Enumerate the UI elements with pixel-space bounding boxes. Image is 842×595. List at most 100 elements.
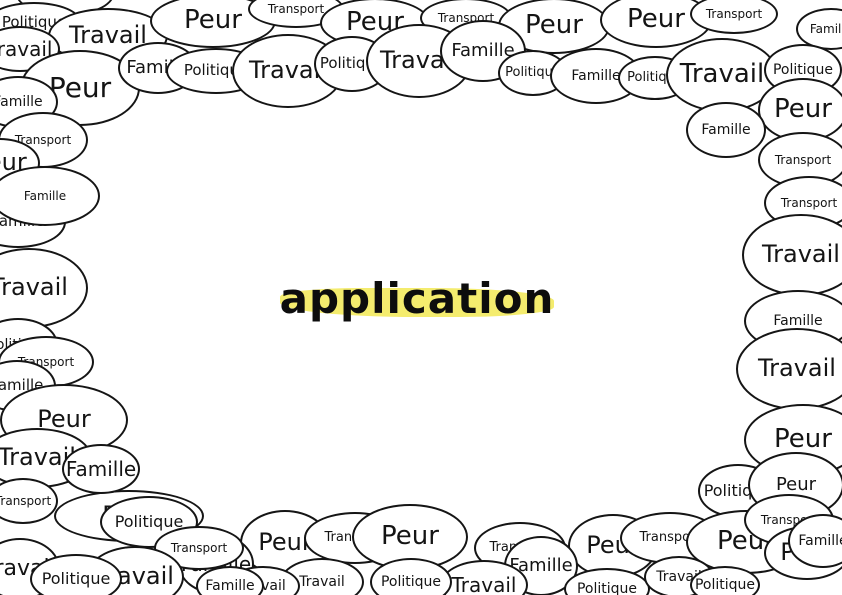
- bubble-word-text: Famille: [701, 121, 751, 138]
- bubble-politique: Politique: [30, 554, 122, 595]
- bubble-famille: Famille: [0, 166, 100, 226]
- bubble-word: Peur: [375, 521, 445, 552]
- bubble-transport: Transport: [0, 478, 58, 524]
- bubble-politique: Politique: [690, 566, 760, 595]
- bubble-word-text: Peur: [37, 405, 91, 434]
- bubble-word: Transport: [633, 531, 707, 545]
- bubble-word: Travail: [293, 573, 352, 590]
- center-word-highlight: [279, 287, 555, 317]
- bubble-travail: Travail: [742, 214, 842, 296]
- bubble-word: Transport: [164, 540, 234, 555]
- bubble-famille: Famille: [686, 102, 766, 158]
- bubble-word-text: Politique: [380, 573, 442, 590]
- bubble-word: Politique: [692, 576, 758, 593]
- bubble-word: Travail: [0, 445, 82, 470]
- bubble-word: Transport: [699, 6, 769, 21]
- bubble-word-text: Peur: [258, 528, 312, 557]
- bubble-word: Famille: [445, 39, 522, 61]
- bubble-word: Politique: [570, 580, 644, 595]
- bubble-word: Famille: [17, 188, 73, 203]
- bubble-word-text: Famille: [23, 188, 67, 203]
- bubble-word-text: Transport: [14, 132, 72, 147]
- bubble-word-text: Politique: [114, 511, 184, 531]
- bubble-word-text: Peur: [774, 94, 832, 125]
- bubble-word-text: Transport: [0, 493, 52, 508]
- bubble-famille: Famille: [788, 514, 842, 568]
- bubble-word: Travail: [673, 61, 771, 88]
- bubble-word: Famille: [506, 554, 576, 576]
- bubble-word: Politique: [35, 568, 116, 588]
- bubble-word-text: Famille: [773, 312, 823, 329]
- bubble-word-text: Famille: [509, 554, 573, 576]
- bubble-word-text: Peur: [48, 71, 112, 105]
- bubble-travail: Travail: [440, 560, 528, 595]
- bubble-word-text: Politique: [505, 65, 561, 81]
- bubble-word-text: Peur: [627, 4, 685, 35]
- bubble-word: Famille: [565, 67, 627, 84]
- bubble-word-text: Famille: [0, 93, 43, 110]
- bubble-word: Transport: [774, 195, 842, 210]
- bubble-word: Peur: [42, 71, 118, 105]
- bubble-word: Transport: [768, 152, 838, 167]
- bubble-word: Transport: [261, 1, 331, 16]
- bubble-word-text: Transport: [780, 195, 838, 210]
- bubble-word: Peur: [769, 473, 823, 495]
- bubble-word-text: Famille: [571, 67, 621, 84]
- bubble-word-text: Travail: [299, 573, 345, 590]
- bubble-word: Peur: [178, 5, 248, 36]
- bubble-word: Transport: [0, 493, 56, 508]
- bubble-word-text: Travail: [0, 36, 53, 61]
- bubble-word-text: Famille: [65, 456, 137, 481]
- bubble-word-text: Travail: [69, 21, 147, 50]
- bubble-word-text: Travail: [762, 240, 840, 269]
- bubble-famille: Famille: [196, 566, 264, 595]
- bubble-word: Peur: [768, 424, 838, 455]
- bubble-word-text: Peur: [184, 5, 242, 36]
- bubble-word-text: Transport: [170, 540, 228, 555]
- bubble-word-text: Travail: [0, 273, 68, 302]
- bubble-word: Travail: [0, 273, 74, 302]
- bubble-word: Peur: [519, 10, 589, 41]
- bubble-famille: Famille: [440, 20, 526, 82]
- bubble-word-text: Famille: [809, 21, 842, 36]
- bubble-word-text: Travail: [249, 56, 327, 85]
- bubble-travail: Travail: [736, 328, 842, 410]
- bubble-word-text: Travail: [451, 572, 517, 595]
- bubble-word-text: Politique: [41, 568, 111, 588]
- bubble-word-text: Transport: [705, 6, 763, 21]
- bubble-word-text: Transport: [774, 152, 832, 167]
- bubble-word-text: Peur: [774, 424, 832, 455]
- bubble-word-text: Peur: [525, 10, 583, 41]
- bubble-word-text: Transport: [267, 1, 325, 16]
- center-word-application: application: [272, 268, 562, 328]
- bubble-word: Famille: [792, 532, 842, 549]
- bubble-politique: Politique: [564, 568, 650, 595]
- bubble-famille: Famille: [62, 444, 140, 494]
- bubble-word: Peur: [621, 4, 691, 35]
- bubble-word-text: Famille: [451, 39, 515, 61]
- bubble-word: Travail: [445, 572, 523, 595]
- bubble-word: Famille: [199, 577, 261, 594]
- bubble-word: Famille: [767, 312, 829, 329]
- bubble-word: Travail: [756, 240, 842, 269]
- center-word-text: application: [279, 273, 555, 323]
- bubble-travail: Travail: [0, 26, 60, 72]
- bubble-word-text: Politique: [694, 576, 756, 593]
- bubble-word: Famille: [0, 93, 49, 110]
- bubble-word-text: Politique: [772, 61, 834, 78]
- bubble-word: Famille: [64, 456, 138, 481]
- bubble-word: Travail: [752, 356, 842, 381]
- bubble-word-text: Famille: [205, 577, 255, 594]
- bubble-word: Politique: [108, 511, 189, 531]
- bubble-word-text: Transport: [34, 0, 95, 1]
- bubble-word: Transport: [8, 132, 78, 147]
- bubble-word-text: Peur: [775, 473, 817, 495]
- bubble-transport: Transport: [690, 0, 778, 34]
- bubble-word: Travail: [63, 21, 153, 50]
- bubble-travail: Travail: [0, 248, 88, 328]
- bubble-word-text: Famille: [798, 532, 842, 549]
- bubble-word-text: Politique: [576, 580, 638, 595]
- bubble-word: Peur: [31, 405, 98, 434]
- bubble-word-text: Peur: [381, 521, 439, 552]
- bubble-word: Transport: [30, 0, 99, 1]
